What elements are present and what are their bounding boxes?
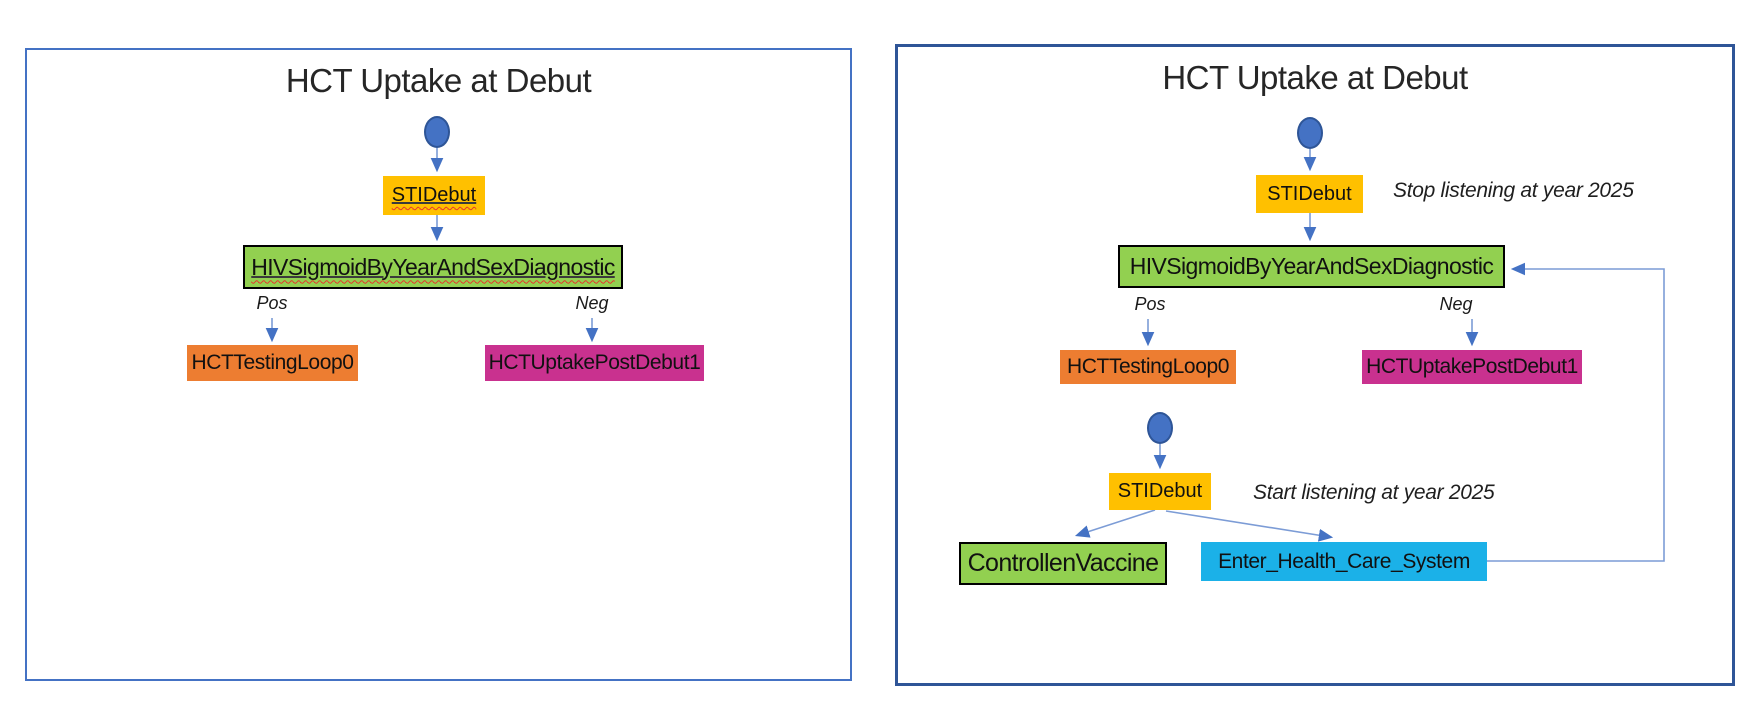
connector-stidebut2-to-vaccine	[1074, 509, 1156, 538]
branch-label-pos: Pos	[256, 293, 288, 313]
start-node-circle-2[interactable]	[1147, 412, 1173, 444]
node-stidebut-bottom[interactable]: STIDebut	[1109, 473, 1211, 510]
panel-hct-uptake-with-listening: HCT Uptake at Debut STIDebut Stop listen…	[895, 44, 1735, 686]
start-listening-note: Start listening at year 2025	[1253, 481, 1495, 504]
page-title: HCT Uptake at Debut	[1162, 59, 1468, 96]
node-uptake-post-debut[interactable]: HCTUptakePostDebut1	[485, 345, 704, 381]
node-vaccine[interactable]: ControllenVaccine	[959, 542, 1167, 585]
diagnostic-label-underline: HIVSigmoidByYearAndSexDiagnostic	[251, 254, 615, 281]
stop-listening-note: Stop listening at year 2025	[1393, 179, 1634, 202]
connector-stidebut2-to-healthsystem	[1165, 510, 1334, 542]
node-stidebut-top[interactable]: STIDebut	[1256, 175, 1363, 213]
uptake-post-debut-label: HCTUptakePostDebut1	[488, 351, 701, 374]
node-diagnostic[interactable]: HIVSigmoidByYearAndSexDiagnostic	[1118, 245, 1505, 288]
start-node-circle[interactable]	[1297, 117, 1323, 149]
start-node-circle[interactable]	[424, 116, 450, 148]
health-system-label: Enter_Health_Care_System	[1218, 549, 1470, 573]
diagnostic-label: HIVSigmoidByYearAndSexDiagnostic	[1129, 253, 1494, 279]
testing-loop-label: HCTTestingLoop0	[1066, 355, 1230, 378]
stidebut-bottom-label: STIDebut	[1117, 480, 1203, 502]
branch-label-neg: Neg	[575, 293, 609, 313]
node-diagnostic[interactable]: HIVSigmoidByYearAndSexDiagnostic	[243, 245, 623, 289]
node-uptake-post-debut[interactable]: HCTUptakePostDebut1	[1362, 350, 1582, 384]
node-health-system[interactable]: Enter_Health_Care_System	[1201, 542, 1487, 581]
stidebut-top-label: STIDebut	[1267, 182, 1352, 205]
stidebut-label-underline: STIDebut	[392, 184, 476, 207]
testing-loop-label: HCTTestingLoop0	[191, 351, 354, 374]
panel-hct-uptake-baseline: HCT Uptake at Debut STIDebut HIVSigmoidB…	[25, 48, 852, 681]
vaccine-label: ControllenVaccine	[967, 549, 1159, 577]
node-stidebut[interactable]: STIDebut	[383, 176, 485, 215]
branch-label-pos: Pos	[1134, 294, 1166, 314]
node-testing-loop[interactable]: HCTTestingLoop0	[1060, 350, 1236, 384]
diagnostic-label: HIVSigmoidByYearAndSexDiagnostic	[251, 253, 615, 280]
uptake-post-debut-label: HCTUptakePostDebut1	[1366, 355, 1578, 378]
page-title: HCT Uptake at Debut	[285, 62, 592, 99]
connector-healthsystem-loop-to-diagnostic	[1487, 262, 1665, 562]
stidebut-label: STIDebut	[391, 184, 477, 206]
branch-label-neg: Neg	[1439, 294, 1473, 314]
node-testing-loop[interactable]: HCTTestingLoop0	[187, 345, 358, 381]
